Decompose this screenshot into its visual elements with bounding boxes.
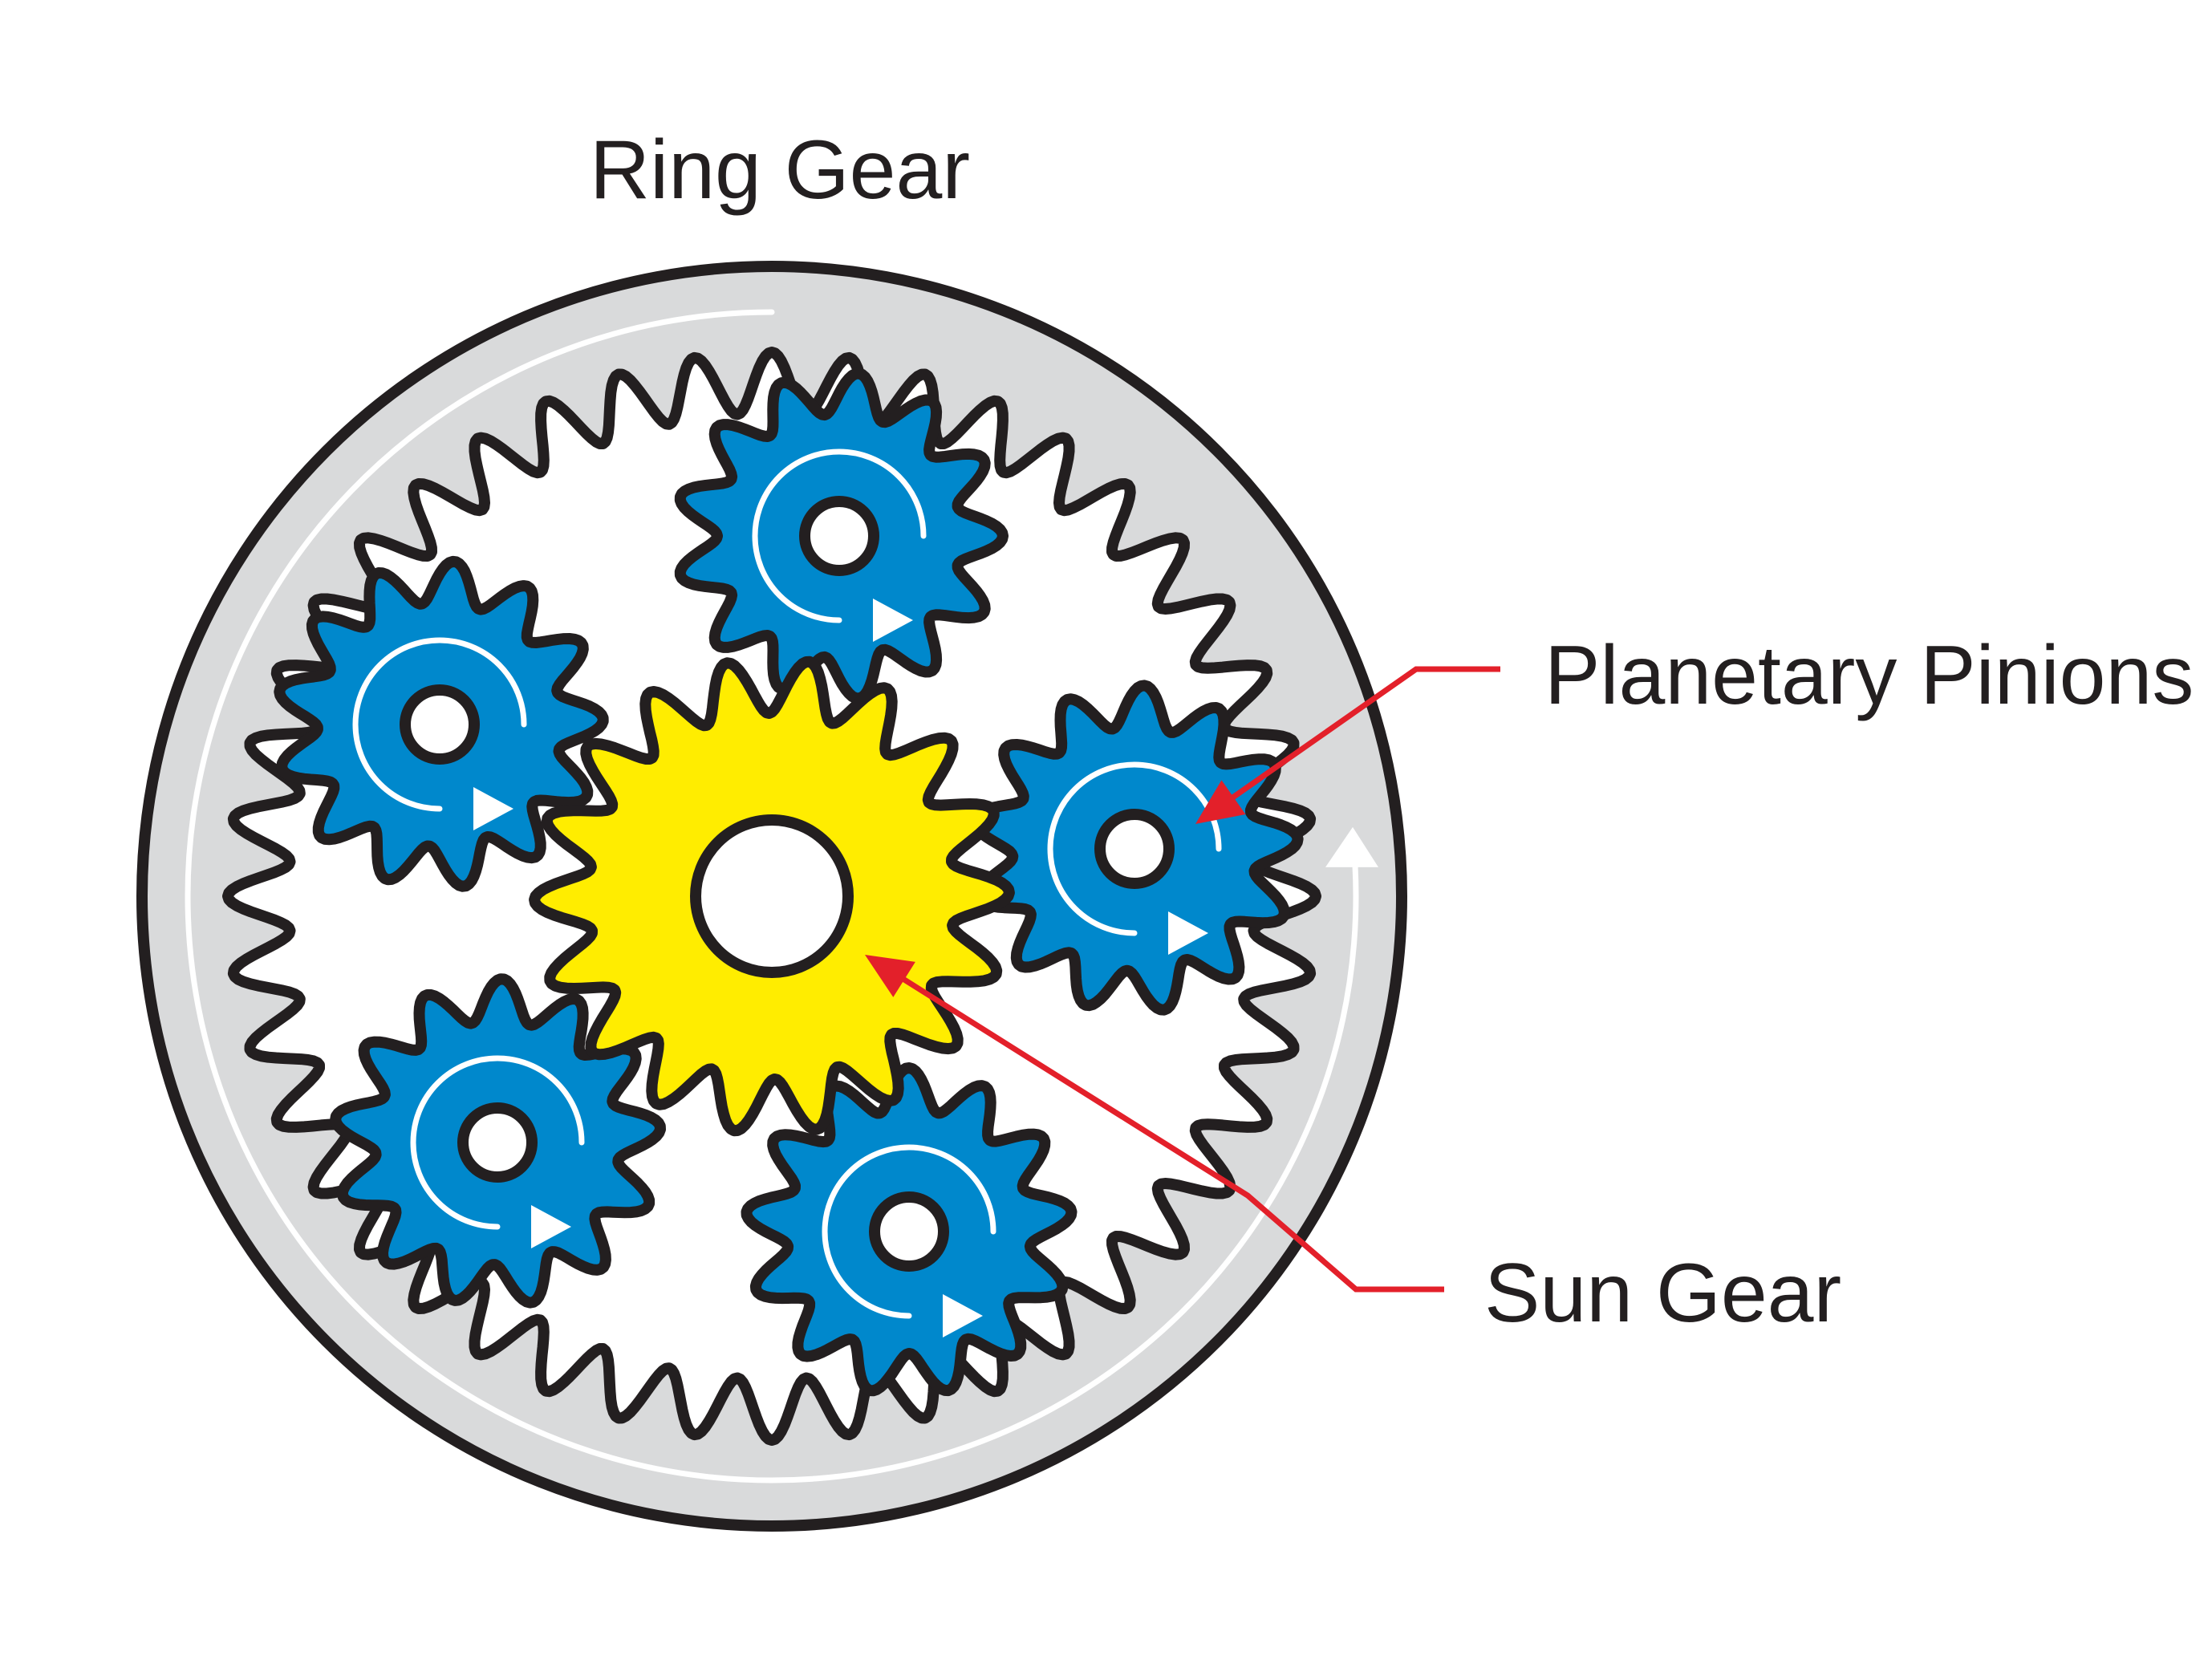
- ring-gear-label: Ring Gear: [590, 124, 970, 217]
- pinion-rotation-arc: [1047, 761, 1222, 936]
- pinion-hole: [799, 496, 879, 576]
- sun-gear-label: Sun Gear: [1484, 1247, 1842, 1340]
- pinion-rotation-arc: [352, 637, 527, 812]
- sun-gear-arrowhead: [865, 955, 915, 997]
- planetary-pinions: [274, 367, 1304, 1397]
- pinion-hole: [1094, 809, 1175, 889]
- pinion-hole: [400, 684, 480, 765]
- clockwise-arrow-icon: [1168, 911, 1208, 955]
- planetary-pinions-leader: [1221, 666, 1500, 806]
- planetary-pinion: [741, 1062, 1078, 1397]
- clockwise-arrow-icon: [943, 1294, 983, 1337]
- counterclockwise-arrow-icon: [1325, 826, 1379, 867]
- planetary-pinion: [274, 555, 609, 892]
- sun-gear: [529, 656, 1015, 1137]
- pinion-rotation-arc: [822, 1144, 996, 1319]
- planetary-pinions-arrowhead: [1195, 780, 1246, 824]
- clockwise-arrow-icon: [473, 787, 513, 830]
- leader-lines: [865, 666, 1500, 1293]
- clockwise-arrow-icon: [531, 1205, 571, 1248]
- sun-gear-hole: [690, 814, 854, 978]
- pinion-hole: [457, 1102, 538, 1183]
- pinion-hole: [869, 1191, 949, 1272]
- planetary-pinion: [674, 367, 1009, 704]
- pinion-rotation-arc: [410, 1055, 585, 1230]
- planetary-pinions-label: Planetary Pinions: [1544, 629, 2194, 722]
- planetary-pinion: [968, 680, 1304, 1016]
- ring-rotation-arc: [185, 309, 1359, 1484]
- clockwise-arrow-icon: [873, 599, 913, 642]
- sun-gear-leader: [887, 968, 1444, 1293]
- pinion-rotation-arc: [752, 448, 927, 623]
- planetary-pinion: [330, 973, 666, 1309]
